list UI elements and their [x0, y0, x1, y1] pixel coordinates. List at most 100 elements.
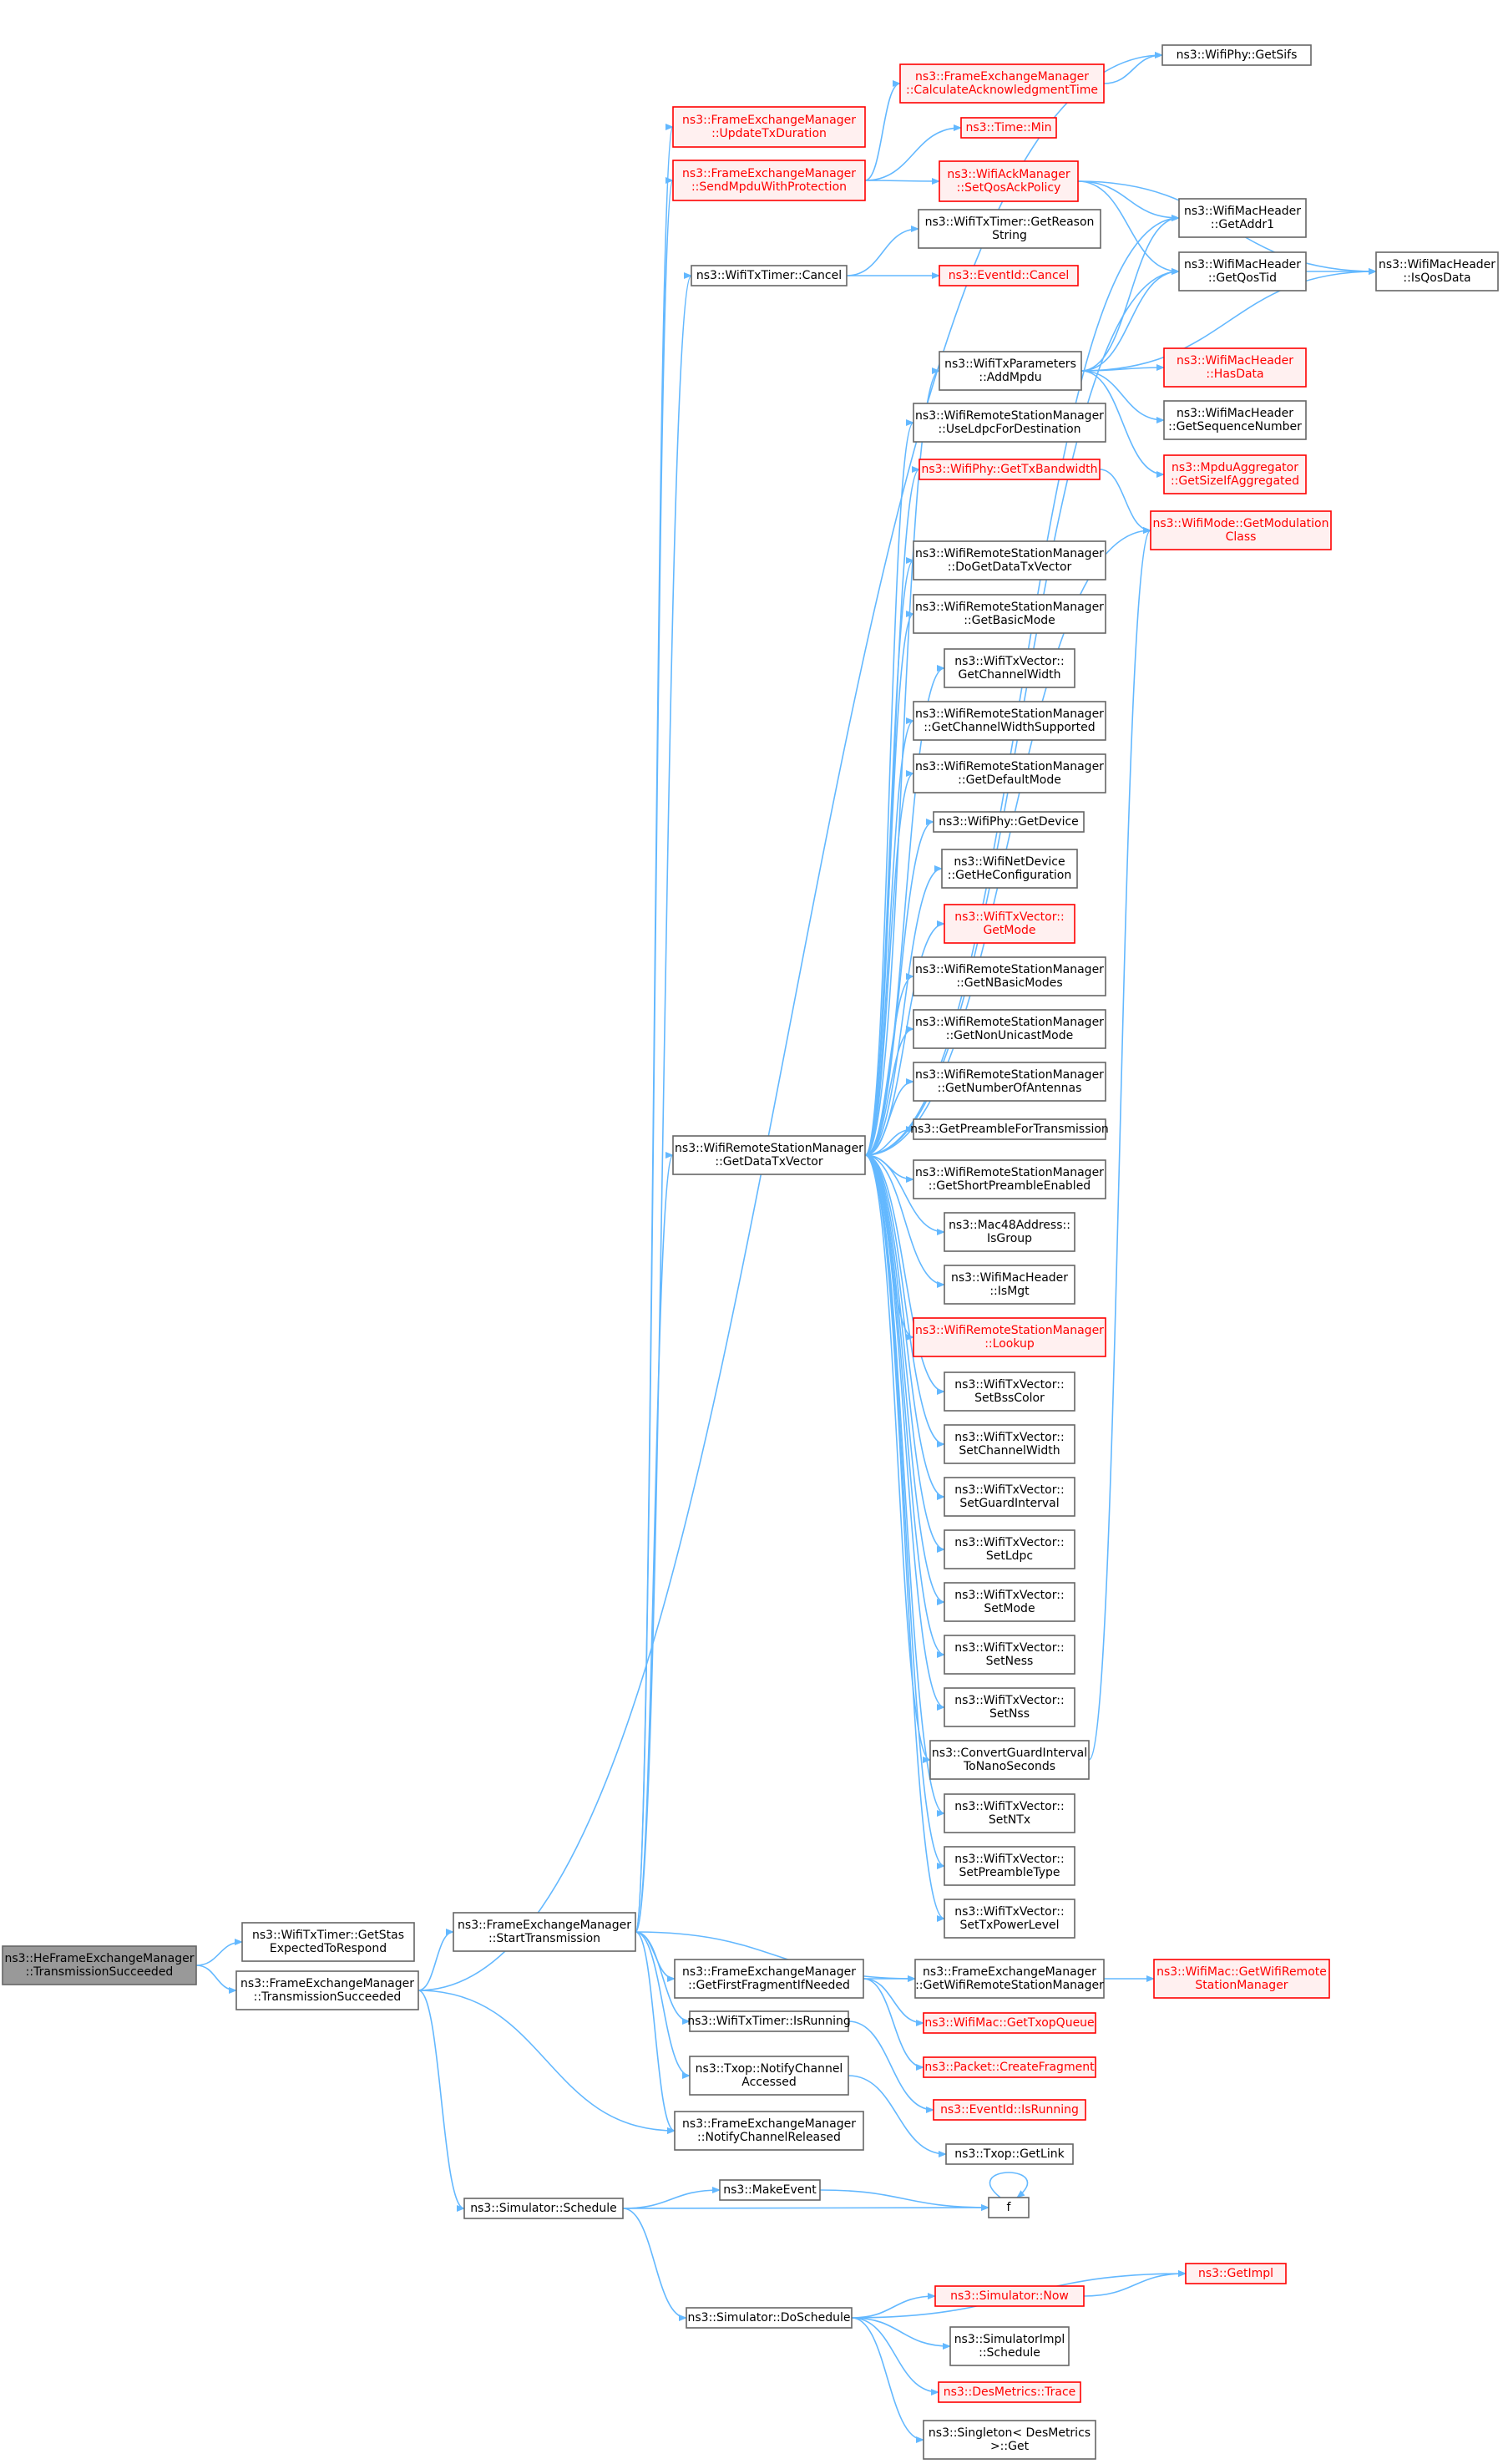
node-box	[944, 1371, 1075, 1412]
node-getmode[interactable]: ns3::WifiTxVector::GetMode	[944, 904, 1075, 944]
node-makeevent[interactable]: ns3::MakeEvent	[719, 2179, 821, 2201]
node-evisrun[interactable]: ns3::EventId::IsRunning	[933, 2099, 1086, 2121]
node-label: ns3::WifiTxVector::	[954, 1431, 1064, 1444]
node-createfrag[interactable]: ns3::Packet::CreateFragment	[923, 2056, 1096, 2078]
node-singleton[interactable]: ns3::Singleton< DesMetrics >::Get	[923, 2420, 1096, 2460]
node-setnss[interactable]: ns3::WifiTxVector::SetNss	[944, 1687, 1075, 1727]
node-evcancel[interactable]: ns3::EventId::Cancel	[939, 265, 1079, 286]
node-timemin[interactable]: ns3::Time::Min	[960, 117, 1057, 139]
node-setpow[interactable]: ns3::WifiTxVector::SetTxPowerLevel	[944, 1899, 1075, 1939]
node-label: ns3::WifiTxVector::	[954, 1641, 1064, 1655]
node-box	[944, 1635, 1075, 1675]
edge-getdtv-to-getdevice	[864, 819, 934, 1156]
node-isgroup[interactable]: ns3::Mac48Address::IsGroup	[944, 1212, 1075, 1252]
node-setbss[interactable]: ns3::WifiTxVector::SetBssColor	[944, 1371, 1075, 1412]
node-label: ns3::FrameExchangeManager	[682, 167, 856, 180]
node-label: ns3::WifiTxVector::	[954, 1483, 1064, 1497]
node-label: SetTxPowerLevel	[959, 1919, 1059, 1932]
node-box	[934, 2285, 1085, 2307]
edge-getdtv-to-getbasic	[864, 611, 914, 1156]
node-label: ns3::WifiTxVector::	[954, 1853, 1064, 1866]
node-calcack[interactable]: ns3::FrameExchangeManager::CalculateAckn…	[899, 63, 1105, 104]
node-setntx[interactable]: ns3::WifiTxVector::SetNTx	[944, 1793, 1075, 1833]
node-ismgt[interactable]: ns3::WifiMacHeader::IsMgt	[944, 1265, 1075, 1305]
node-setqos[interactable]: ns3::WifiAckManager::SetQosAckPolicy	[939, 160, 1079, 202]
node-getpre[interactable]: ns3::GetPreambleForTransmission	[910, 1118, 1109, 1140]
node-gettxop[interactable]: ns3::WifiMac::GetTxopQueue	[923, 2012, 1096, 2034]
node-dosched[interactable]: ns3::Simulator::DoSchedule	[686, 2307, 853, 2329]
node-getsifs[interactable]: ns3::WifiPhy::GetSifs	[1161, 44, 1312, 66]
node-getaddr1[interactable]: ns3::WifiMacHeader::GetAddr1	[1178, 198, 1307, 238]
edge-getdtv-to-setpow	[864, 1154, 945, 1922]
node-setgi[interactable]: ns3::WifiTxVector::SetGuardInterval	[944, 1477, 1075, 1517]
node-getsize[interactable]: ns3::MpduAggregator::GetSizeIfAggregated	[1163, 454, 1307, 494]
node-getwrsm[interactable]: ns3::FrameExchangeManager::GetWifiRemote…	[914, 1959, 1105, 1999]
node-trace[interactable]: ns3::DesMetrics::Trace	[938, 2381, 1081, 2403]
node-useldpc[interactable]: ns3::WifiRemoteStationManager::UseLdpcFo…	[913, 403, 1106, 443]
node-label: ns3::WifiRemoteStationManager	[915, 409, 1104, 423]
node-simnow[interactable]: ns3::Simulator::Now	[934, 2285, 1085, 2307]
node-tcancel[interactable]: ns3::WifiTxTimer::Cancel	[691, 265, 848, 286]
node-starttx[interactable]: ns3::FrameExchangeManager::StartTransmis…	[453, 1912, 636, 1952]
node-f[interactable]: f	[988, 2197, 1030, 2218]
edge-addmpdu-to-hasdata	[1080, 364, 1165, 372]
node-box	[944, 904, 1075, 944]
node-updtx[interactable]: ns3::FrameExchangeManager::UpdateTxDurat…	[672, 106, 866, 148]
node-dogetdtv[interactable]: ns3::WifiRemoteStationManager::DoGetData…	[913, 540, 1106, 581]
node-hasdata[interactable]: ns3::WifiMacHeader::HasData	[1163, 347, 1307, 388]
node-getdevice[interactable]: ns3::WifiPhy::GetDevice	[933, 811, 1085, 833]
node-gethecfg[interactable]: ns3::WifiNetDevice::GetHeConfiguration	[941, 849, 1078, 889]
node-label: ns3::Txop::NotifyChannel	[696, 2062, 843, 2076]
node-getnonuni[interactable]: ns3::WifiRemoteStationManager::GetNonUni…	[913, 1009, 1106, 1049]
edge-getdtv-to-setbss	[864, 1154, 945, 1395]
node-box	[944, 1529, 1075, 1569]
edge-addmpdu-to-getqostid	[1080, 268, 1180, 372]
node-sched[interactable]: ns3::Simulator::Schedule	[463, 2198, 624, 2219]
node-label: f	[1007, 2201, 1012, 2214]
node-firstfrag[interactable]: ns3::FrameExchangeManager::GetFirstFragm…	[674, 1959, 864, 1999]
node-box	[463, 2198, 624, 2219]
node-implsched[interactable]: ns3::SimulatorImpl::Schedule	[949, 2326, 1070, 2366]
node-setness[interactable]: ns3::WifiTxVector::SetNess	[944, 1635, 1075, 1675]
node-getchws[interactable]: ns3::WifiRemoteStationManager::GetChanne…	[913, 701, 1106, 741]
node-box	[1163, 454, 1307, 494]
node-getseq[interactable]: ns3::WifiMacHeader::GetSequenceNumber	[1163, 400, 1307, 440]
node-label: ns3::WifiAckManager	[947, 168, 1070, 181]
node-getlink[interactable]: ns3::Txop::GetLink	[945, 2143, 1074, 2165]
node-fem_ts[interactable]: ns3::FrameExchangeManager::TransmissionS…	[235, 1970, 419, 2010]
node-getdtv[interactable]: ns3::WifiRemoteStationManager::GetDataTx…	[672, 1135, 866, 1175]
edge-gettxbw-to-getmodcls	[1099, 469, 1151, 534]
node-setchw[interactable]: ns3::WifiTxVector::SetChannelWidth	[944, 1424, 1075, 1464]
node-setmode[interactable]: ns3::WifiTxVector::SetMode	[944, 1582, 1075, 1622]
node-getdef[interactable]: ns3::WifiRemoteStationManager::GetDefaul…	[913, 753, 1106, 793]
node-getnbasic[interactable]: ns3::WifiRemoteStationManager::GetNBasic…	[913, 956, 1106, 996]
node-getshort[interactable]: ns3::WifiRemoteStationManager::GetShortP…	[913, 1159, 1106, 1199]
node-getstas[interactable]: ns3::WifiTxTimer::GetStasExpectedToRespo…	[241, 1922, 415, 1962]
node-box	[1178, 198, 1307, 238]
node-getwrsm2[interactable]: ns3::WifiMac::GetWifiRemoteStationManage…	[1153, 1959, 1330, 1999]
node-label: Accessed	[741, 2076, 796, 2089]
node-setldpc[interactable]: ns3::WifiTxVector::SetLdpc	[944, 1529, 1075, 1569]
edge-sched-to-dosched	[622, 2208, 687, 2321]
node-gettxbw[interactable]: ns3::WifiPhy::GetTxBandwidth	[918, 459, 1101, 480]
node-getbasic[interactable]: ns3::WifiRemoteStationManager::GetBasicM…	[913, 594, 1106, 634]
node-getnant[interactable]: ns3::WifiRemoteStationManager::GetNumber…	[913, 1062, 1106, 1102]
node-box	[923, 2056, 1096, 2078]
node-lookup[interactable]: ns3::WifiRemoteStationManager::Lookup	[913, 1317, 1106, 1357]
node-label: ns3::WifiTxVector::	[954, 1800, 1064, 1813]
node-getchw[interactable]: ns3::WifiTxVector::GetChannelWidth	[944, 648, 1075, 688]
node-sendmpdu[interactable]: ns3::FrameExchangeManager::SendMpduWithP…	[672, 160, 866, 201]
node-getimpl[interactable]: ns3::GetImpl	[1185, 2263, 1287, 2284]
node-isrun[interactable]: ns3::WifiTxTimer::IsRunning	[687, 2010, 851, 2032]
node-notifyrel[interactable]: ns3::FrameExchangeManager::NotifyChannel…	[674, 2111, 864, 2151]
node-label: ::GetQosTid	[1208, 271, 1277, 285]
edge-getdtv-to-setgi	[864, 1154, 945, 1500]
node-isqosdata[interactable]: ns3::WifiMacHeader::IsQosData	[1375, 251, 1499, 292]
node-addmpdu[interactable]: ns3::WifiTxParameters::AddMpdu	[939, 351, 1082, 391]
node-setpre[interactable]: ns3::WifiTxVector::SetPreambleType	[944, 1846, 1075, 1886]
node-getqostid[interactable]: ns3::WifiMacHeader::GetQosTid	[1178, 251, 1307, 292]
